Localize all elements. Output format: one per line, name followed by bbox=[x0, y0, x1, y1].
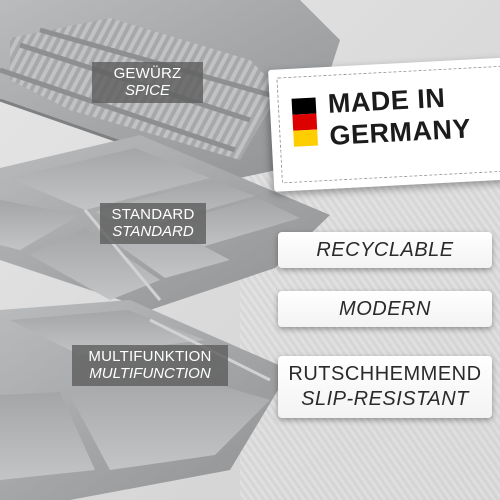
multifunction-label-en: MULTIFUNCTION bbox=[89, 365, 211, 383]
standard-label: STANDARD STANDARD bbox=[100, 203, 206, 244]
flag-stripe-black bbox=[291, 97, 317, 115]
spice-label-de: GEWÜRZ bbox=[113, 65, 182, 82]
flag-stripe-red bbox=[292, 113, 318, 131]
spice-label-en: SPICE bbox=[124, 82, 170, 100]
standard-label-de: STANDARD bbox=[111, 206, 195, 223]
slip-resistant-text-en: SLIP-RESISTANT bbox=[301, 388, 469, 410]
german-flag-icon bbox=[291, 97, 319, 147]
multifunction-label-de: MULTIFUNKTION bbox=[88, 348, 212, 365]
slip-resistant-text-de: RUTSCHHEMMEND bbox=[288, 363, 482, 385]
recyclable-text: RECYCLABLE bbox=[316, 239, 454, 261]
badge-line-1: MADE IN bbox=[327, 82, 446, 119]
made-in-germany-badge: MADE IN GERMANY bbox=[268, 57, 500, 192]
flag-stripe-gold bbox=[293, 129, 319, 147]
spice-label: GEWÜRZ SPICE bbox=[92, 62, 203, 103]
multifunction-label: MULTIFUNKTION MULTIFUNCTION bbox=[72, 345, 228, 386]
modern-card: MODERN bbox=[278, 291, 492, 327]
modern-text: MODERN bbox=[339, 298, 431, 320]
slip-resistant-card: RUTSCHHEMMEND SLIP-RESISTANT bbox=[278, 356, 492, 418]
recyclable-card: RECYCLABLE bbox=[278, 232, 492, 268]
standard-label-en: STANDARD bbox=[112, 223, 194, 241]
